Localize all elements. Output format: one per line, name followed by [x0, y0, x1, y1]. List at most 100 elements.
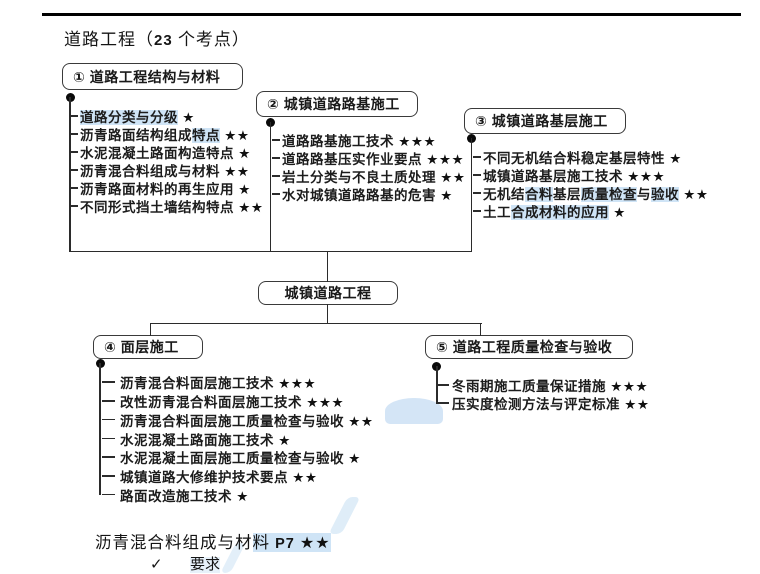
- watermark-hill-shape: [385, 398, 443, 424]
- topic-item: 改性沥青混合料面层施工技术 ★★★: [101, 392, 373, 411]
- topic-item: 水对城镇道路路基的危害 ★: [271, 185, 465, 203]
- junction-line-bottom: [149, 322, 482, 325]
- importance-stars: ★★★: [274, 376, 317, 392]
- topic-text: 无机结: [483, 187, 525, 202]
- topic-text: 道路路基压实作业要点: [282, 152, 422, 167]
- topic-highlight: 合成材料的应用: [511, 205, 609, 220]
- topic-item: 沥青混合料面层施工质量检查与验收 ★★: [101, 410, 373, 430]
- importance-stars: ★: [609, 205, 626, 220]
- topic-text: 沥青混合料面层施工质量检查与验收: [120, 413, 344, 429]
- topic-item-text: 城镇道路大修维护技术要点 ★★: [120, 466, 317, 486]
- node-box-5-label: ⑤ 道路工程质量检查与验收: [436, 339, 613, 355]
- topic-text: 土工: [483, 205, 511, 220]
- topic-item: 水泥混凝土路面构造特点 ★: [68, 142, 263, 162]
- node-box-center-urban-road: 城镇道路工程: [258, 281, 398, 305]
- topic-text: 不同形式挡土墙结构特点: [80, 200, 234, 215]
- node-box-center-label: 城镇道路工程: [284, 285, 372, 301]
- node-box-1-structure-materials: ① 道路工程结构与材料: [62, 63, 243, 90]
- connector-to-box-4: [149, 322, 152, 336]
- topic-item: 无机结合料基层质量检查与验收 ★★: [472, 183, 708, 203]
- node-box-3-label: ③ 城镇道路基层施工: [475, 113, 608, 129]
- topic-text: 道路路基施工技术: [282, 134, 394, 149]
- topic-item: 道路路基施工技术 ★★★: [271, 130, 465, 150]
- topic-item: 岩土分类与不良土质处理 ★★: [271, 166, 465, 186]
- topic-text: 压实度检测方法与评定标准: [452, 397, 620, 412]
- importance-stars: ★★★: [302, 395, 345, 411]
- topic-item-text: 沥青混合料组成与材料 ★★: [80, 160, 249, 180]
- topic-item-text: 岩土分类与不良土质处理 ★★: [282, 166, 465, 186]
- topic-item: 道路路基压实作业要点 ★★★: [271, 148, 465, 168]
- topic-highlight: 质量检查: [581, 187, 637, 202]
- page-title-count: 23: [154, 32, 173, 49]
- topic-highlight: 道路分类与分级: [80, 110, 178, 125]
- topic-highlight: 特点: [192, 128, 220, 143]
- topic-item: 沥青路面结构组成特点 ★★: [68, 124, 263, 144]
- topic-text: 城镇道路大修维护技术要点: [120, 470, 288, 486]
- importance-stars: ★: [232, 488, 249, 504]
- section-heading: 沥青混合料组成与材料 P7 ★★: [95, 529, 331, 553]
- importance-stars: ★★: [234, 200, 264, 215]
- importance-stars: ★: [344, 451, 361, 467]
- branch-spine-3: [470, 138, 473, 252]
- topic-item-text: 不同形式挡土墙结构特点 ★★: [80, 196, 263, 216]
- page-title-pre: 道路工程（: [64, 30, 154, 49]
- connector-to-center-box: [326, 250, 329, 282]
- topic-item: 道路分类与分级 ★: [68, 107, 263, 125]
- topic-list-4: 沥青混合料面层施工技术 ★★★改性沥青混合料面层施工技术 ★★★沥青混合料面层施…: [101, 372, 373, 505]
- topic-item-text: 路面改造施工技术 ★: [120, 485, 249, 505]
- topic-text: 水泥混凝土路面构造特点: [80, 146, 234, 161]
- top-rule-divider: [42, 13, 741, 16]
- topic-item: 沥青路面材料的再生应用 ★: [68, 178, 263, 198]
- topic-text: 岩土分类与不良土质处理: [282, 170, 436, 185]
- topic-item-text: 冬雨期施工质量保证措施 ★★★: [452, 375, 648, 395]
- importance-stars: ★: [178, 110, 195, 125]
- topic-item-text: 不同无机结合料稳定基层特性 ★: [483, 147, 682, 167]
- topic-highlight: 验收: [651, 187, 679, 202]
- connector-from-center-box: [326, 304, 329, 324]
- topic-item-text: 沥青混合料面层施工技术 ★★★: [120, 372, 316, 392]
- importance-stars: ★★★: [394, 134, 437, 149]
- topic-text: 基层: [553, 187, 581, 202]
- node-box-2-subgrade-construction: ② 城镇道路路基施工: [256, 91, 418, 117]
- importance-stars: ★: [665, 151, 682, 166]
- node-box-3-base-construction: ③ 城镇道路基层施工: [464, 108, 626, 134]
- junction-line-top: [69, 250, 473, 253]
- section-heading-page-ref: P7: [275, 536, 295, 552]
- topic-item-text: 土工合成材料的应用 ★: [483, 201, 626, 221]
- topic-text: 城镇道路基层施工技术: [483, 169, 623, 184]
- topic-item: 水泥混凝土路面施工技术 ★: [101, 429, 373, 449]
- branch-spine-1: [69, 97, 71, 252]
- topic-item-text: 沥青路面结构组成特点 ★★: [80, 124, 249, 144]
- check-icon: ✓: [150, 556, 163, 573]
- topic-text: 沥青路面材料的再生应用: [80, 182, 234, 197]
- topic-text: 水泥混凝土面层施工质量检查与验收: [120, 451, 344, 467]
- topic-item-text: 道路路基压实作业要点 ★★★: [282, 148, 464, 168]
- importance-stars: ★★: [220, 128, 250, 143]
- topic-item-text: 沥青路面材料的再生应用 ★: [80, 178, 251, 198]
- connector-to-box-5: [479, 322, 482, 336]
- topic-list-1: 道路分类与分级 ★沥青路面结构组成特点 ★★水泥混凝土路面构造特点 ★沥青混合料…: [68, 107, 263, 216]
- importance-stars: ★: [234, 146, 251, 161]
- topic-item: 冬雨期施工质量保证措施 ★★★: [437, 375, 649, 395]
- topic-item: 土工合成材料的应用 ★: [472, 201, 708, 221]
- importance-stars: ★: [274, 432, 291, 448]
- topic-item-text: 沥青混合料面层施工质量检查与验收 ★★: [120, 410, 373, 430]
- checklist-row: ✓要求: [150, 553, 221, 574]
- topic-text: 冬雨期施工质量保证措施: [452, 379, 606, 394]
- importance-stars: ★★★: [422, 152, 465, 167]
- topic-list-3: 不同无机结合料稳定基层特性 ★ 城镇道路基层施工技术 ★★★无机结合料基层质量检查…: [472, 147, 708, 221]
- topic-item-text: 道路路基施工技术 ★★★: [282, 130, 436, 150]
- topic-item-text: 水泥混凝土路面施工技术 ★: [120, 429, 291, 449]
- node-box-5-quality-inspection: ⑤ 道路工程质量检查与验收: [425, 335, 633, 359]
- topic-item: 路面改造施工技术 ★: [101, 485, 373, 505]
- importance-stars: ★★★: [623, 169, 666, 184]
- topic-item-text: 无机结合料基层质量检查与验收 ★★: [483, 183, 708, 203]
- node-box-2-label: ② 城镇道路路基施工: [267, 96, 400, 112]
- topic-text: 不同无机结合料稳定基层特性: [483, 151, 665, 166]
- importance-stars: ★: [234, 182, 251, 197]
- importance-stars: ★★: [436, 170, 466, 185]
- topic-item-text: 水泥混凝土路面构造特点 ★: [80, 142, 251, 162]
- node-box-4-surface-construction: ④ 面层施工: [93, 335, 203, 359]
- section-heading-stars: ★★: [294, 535, 331, 552]
